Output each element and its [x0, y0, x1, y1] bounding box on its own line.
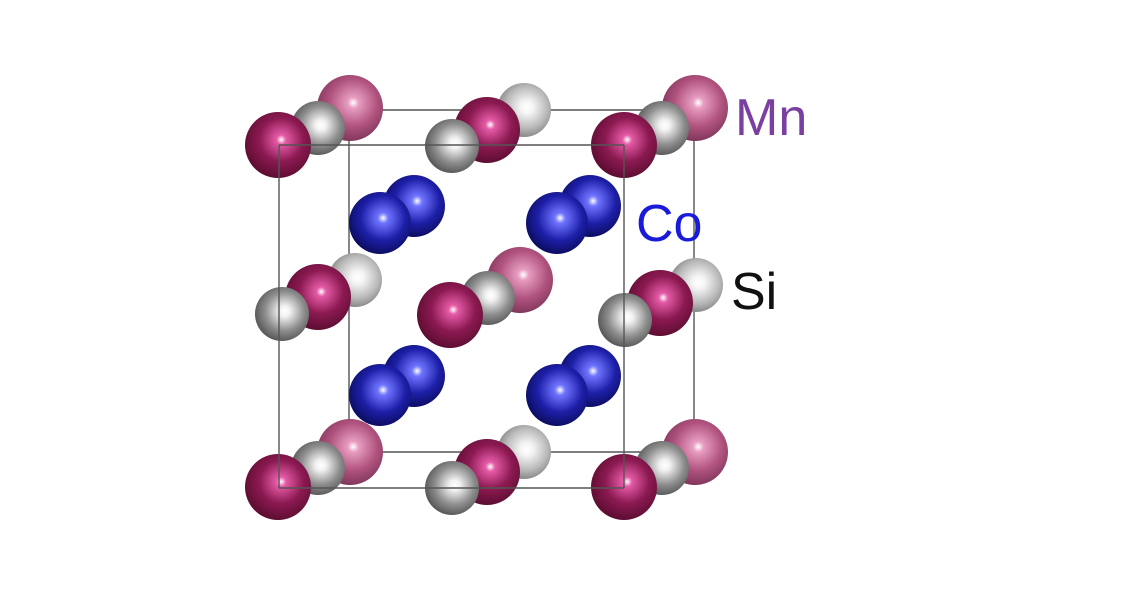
si-label: Si	[731, 263, 778, 321]
co-atom	[526, 192, 588, 254]
si-atom	[255, 287, 309, 341]
atoms-layer	[245, 75, 728, 520]
mn-atom	[417, 282, 483, 348]
co-atom	[349, 364, 411, 426]
mn-label: Mn	[735, 89, 808, 147]
mn-atom	[245, 112, 311, 178]
si-atom	[598, 293, 652, 347]
co-label: Co	[636, 195, 703, 253]
mn-atom	[245, 454, 311, 520]
unit-cell-front-edges	[278, 144, 625, 489]
si-atom	[425, 119, 479, 173]
co-atom	[349, 192, 411, 254]
co-atom	[526, 364, 588, 426]
